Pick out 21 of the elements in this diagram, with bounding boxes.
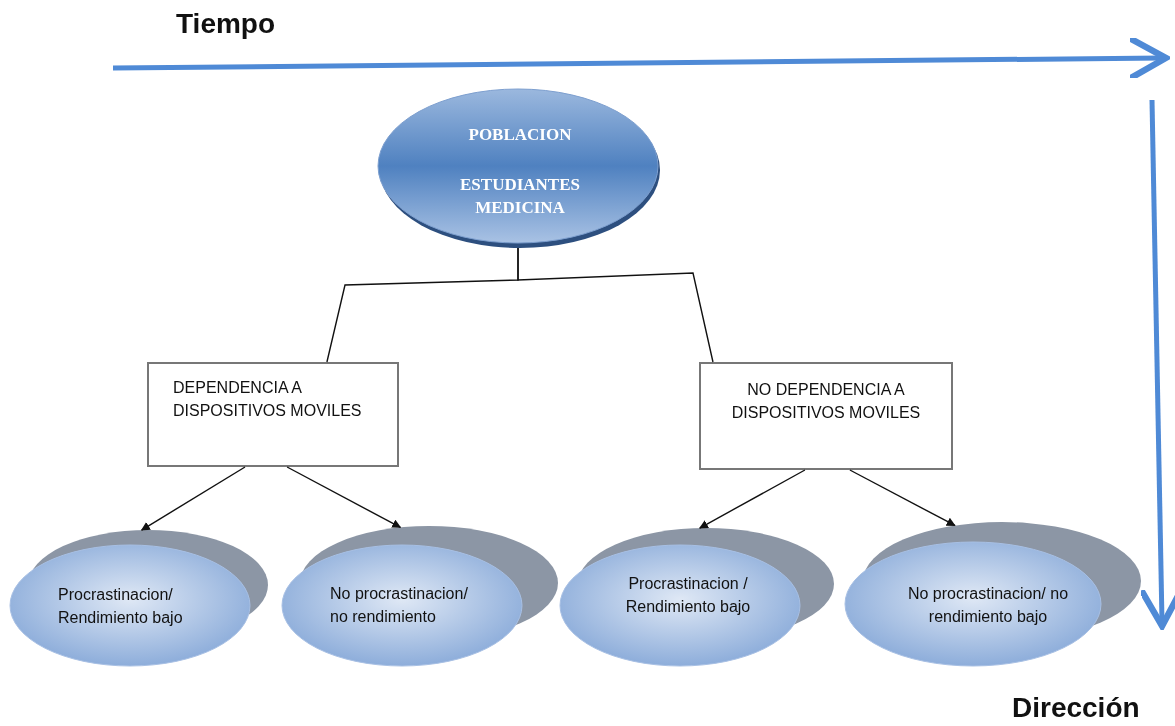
node-text: Procrastinacion/ Rendimiento bajo (58, 585, 184, 629)
axis-label: Tiempo (176, 8, 276, 40)
node-text: No procrastinacion/ no rendimiento (330, 584, 469, 628)
node-text: Procrastinacion / Rendimiento bajo (624, 574, 752, 618)
arrow (286, 466, 402, 529)
node-text: No procrastinacion/ no rendimiento bajo (906, 584, 1070, 628)
oval-node (280, 524, 560, 668)
arrow (140, 466, 246, 531)
arrow (849, 469, 956, 527)
process-box (699, 362, 953, 470)
node-text: POBLACION (467, 124, 573, 146)
axis-label: Dirección (1012, 692, 1140, 724)
connector-line (517, 247, 714, 363)
arrow (699, 469, 806, 529)
oval-node (8, 528, 270, 668)
oval-node (558, 526, 836, 668)
node-text: NO DEPENDENCIA A DISPOSITIVOS MOVILES (730, 380, 922, 424)
process-box (147, 362, 399, 467)
node-text: DEPENDENCIA A DISPOSITIVOS MOVILES (173, 378, 363, 422)
node-text: ESTUDIANTES MEDICINA (459, 174, 581, 219)
oval-node (843, 520, 1143, 668)
